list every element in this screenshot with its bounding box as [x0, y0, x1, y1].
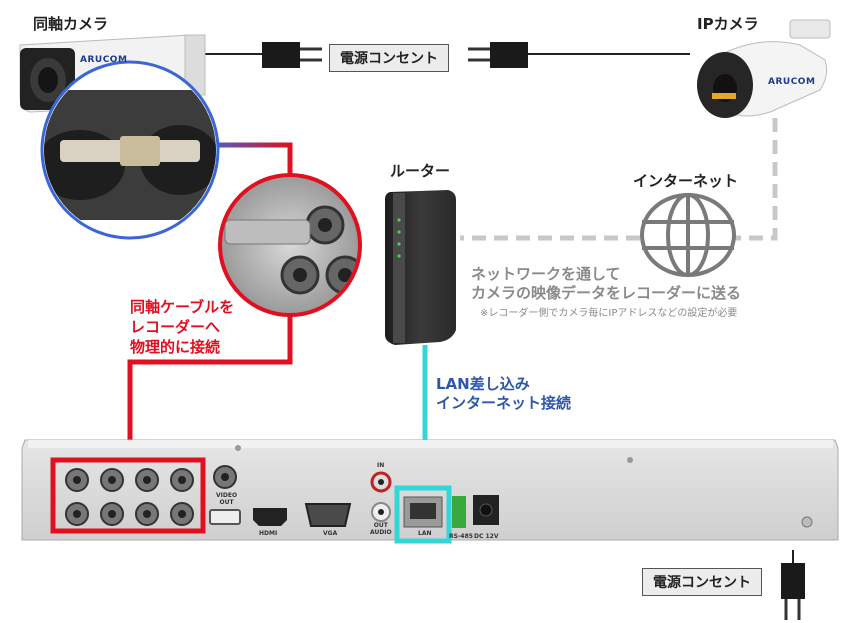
- port-hdmi-label: HDMI: [259, 530, 278, 537]
- network-line-1: ネットワークを通して: [471, 265, 621, 283]
- outlet-bottom-label: 電源コンセント: [642, 568, 762, 596]
- network-line-2: カメラの映像データをレコーダーに送る: [471, 284, 742, 302]
- port-dc-label: DC 12V: [474, 533, 499, 540]
- internet-label: インターネット: [633, 172, 739, 190]
- lan-line-1: LAN差し込み: [436, 375, 530, 393]
- port-rs485-label: RS-485: [449, 533, 473, 540]
- port-video-out-line-2: OUT: [219, 499, 234, 506]
- coax-camera-brand: ARUCOM: [80, 55, 128, 65]
- ip-camera-brand: ARUCOM: [768, 77, 816, 87]
- coax-line-2: レコーダーへ: [130, 318, 221, 336]
- lan-description: LAN差し込み インターネット接続: [436, 375, 571, 413]
- bnc-ports-highlight: [50, 457, 206, 534]
- port-video-out-line-1: VIDEO: [216, 492, 238, 499]
- router-label: ルーター: [390, 162, 451, 180]
- port-audio-label: OUT AUDIO: [370, 522, 392, 536]
- outlet-top-label: 電源コンセント: [329, 44, 449, 72]
- port-video-out-label: VIDEO OUT: [216, 492, 237, 506]
- port-vga-label: VGA: [323, 530, 338, 537]
- ip-camera-label: IPカメラ: [697, 15, 759, 33]
- coax-description: 同軸ケーブルを レコーダーへ 物理的に接続: [130, 297, 234, 357]
- network-dashed-line: [460, 118, 778, 241]
- network-note: ※レコーダー側でカメラ毎にIPアドレスなどの設定が必要: [480, 308, 738, 319]
- port-in-label: IN: [377, 462, 385, 469]
- router-image: [385, 190, 456, 345]
- coax-connector-zoom: [40, 60, 220, 240]
- lan-line-2: インターネット接続: [436, 394, 572, 412]
- bottom-power-cable: [781, 550, 805, 620]
- port-audio-line-2: AUDIO: [370, 529, 392, 536]
- bnc-ports-zoom: [218, 173, 362, 317]
- coax-camera-label: 同軸カメラ: [33, 15, 109, 33]
- lan-port-highlight: [394, 485, 452, 544]
- coax-line-1: 同軸ケーブルを: [130, 298, 235, 316]
- network-description: ネットワークを通して カメラの映像データをレコーダーに送る: [471, 265, 741, 303]
- top-power-cable: [205, 42, 690, 68]
- ip-camera-image: [697, 19, 831, 118]
- port-audio-line-1: OUT: [373, 522, 388, 529]
- globe-icon: [640, 193, 736, 277]
- port-lan-label: LAN: [418, 530, 432, 537]
- coax-line-3: 物理的に接続: [130, 338, 221, 356]
